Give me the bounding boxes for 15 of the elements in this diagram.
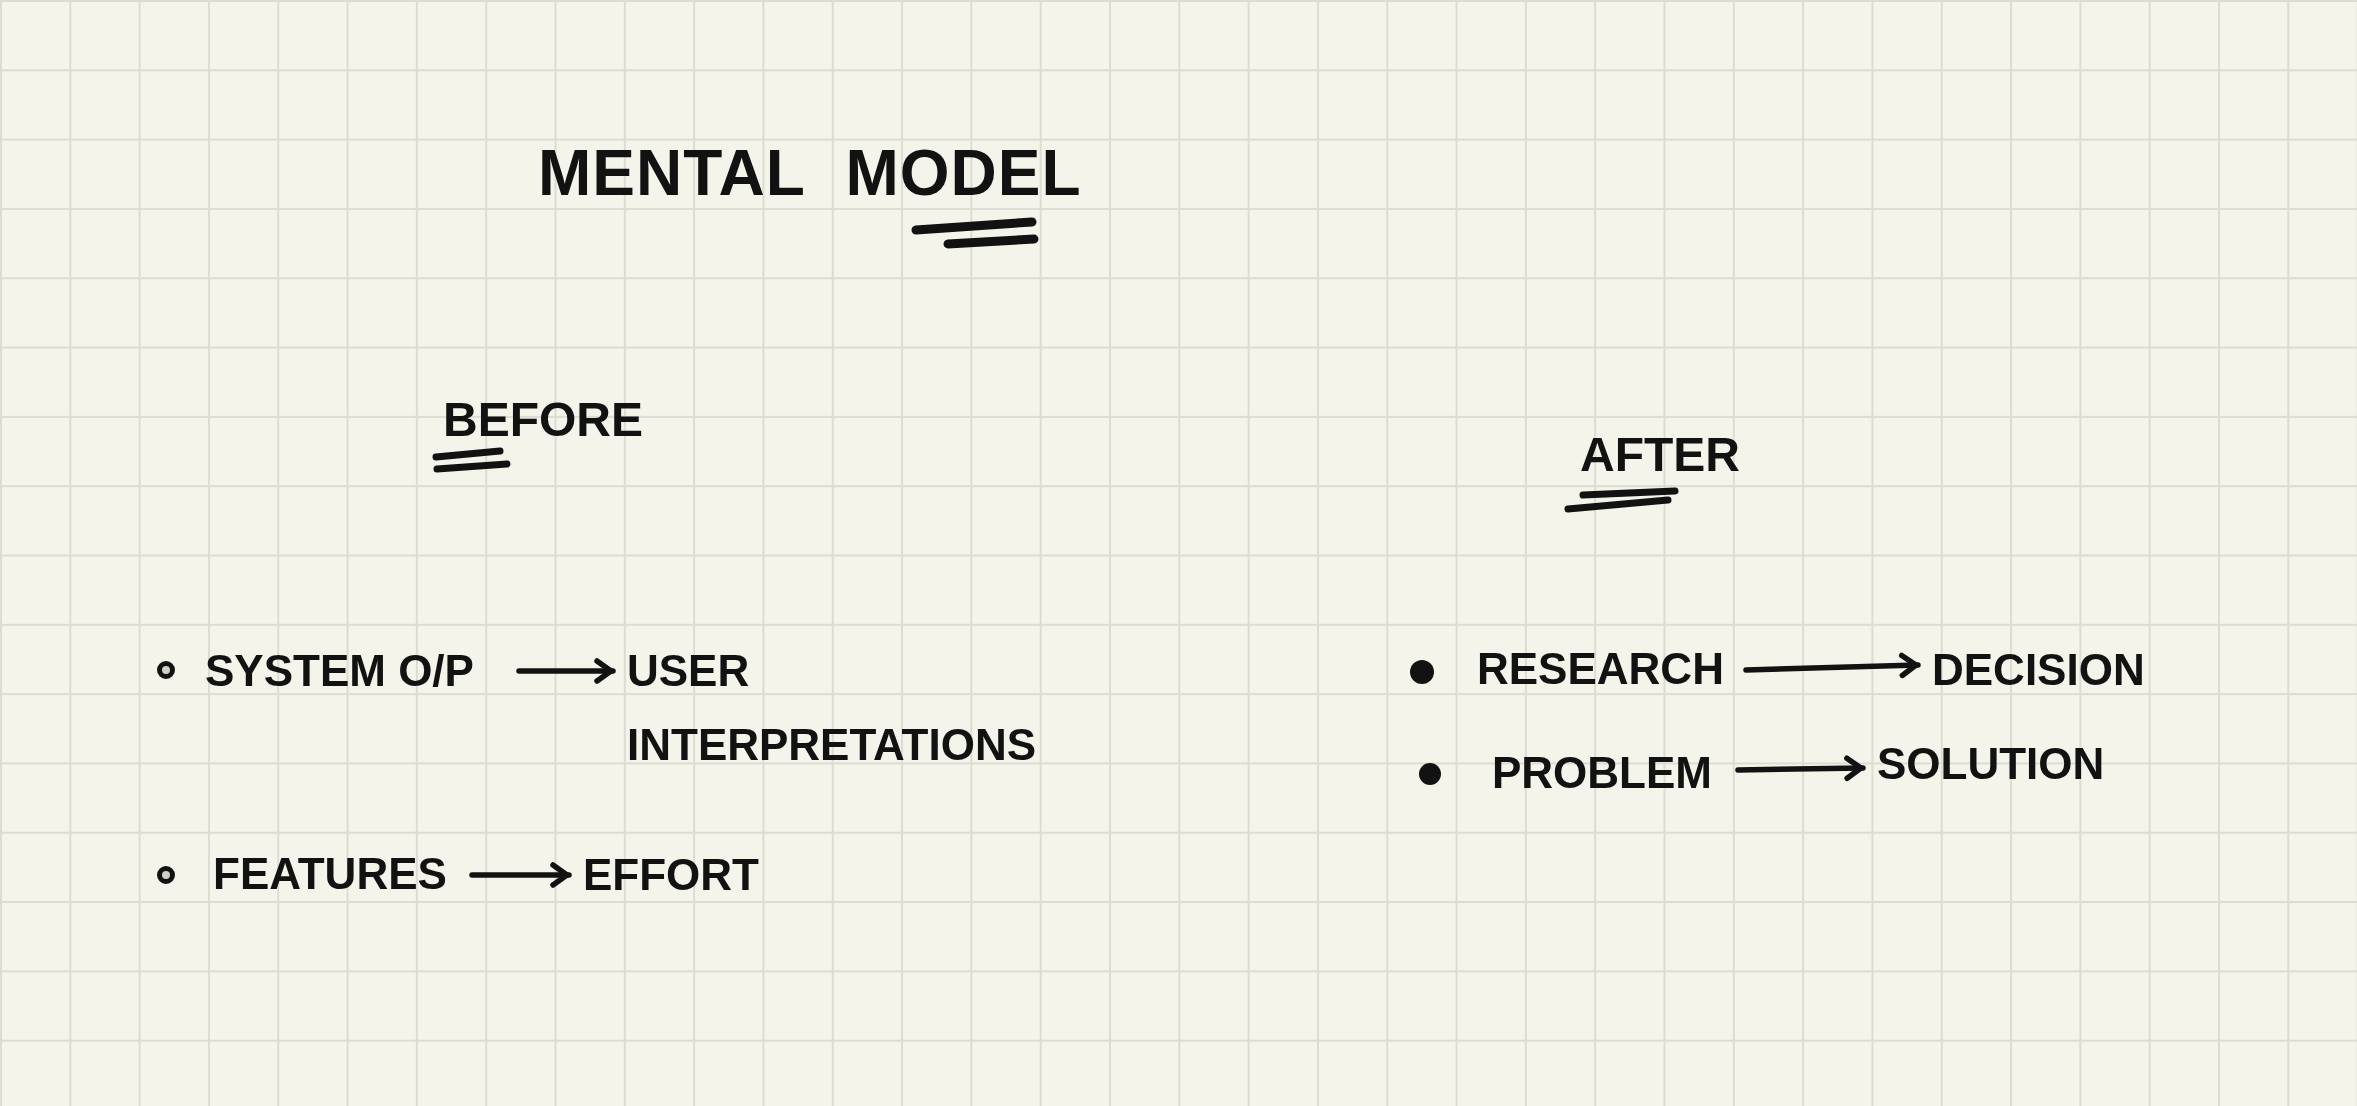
term-label: PROBLEM — [1478, 735, 1738, 811]
diagram-title: MENTAL MODEL — [538, 136, 1082, 211]
term-label: RESEARCH — [1463, 631, 1746, 707]
term-label: SYSTEM O/P — [191, 633, 519, 709]
arrow — [1735, 755, 1866, 781]
term-label: USER INTERPRETATIONS — [613, 633, 1071, 784]
term-label: FEATURES — [199, 836, 472, 912]
term-label: SOLUTION — [1863, 726, 2131, 802]
arrow — [469, 862, 572, 888]
arrow — [1743, 652, 1921, 679]
term-label: EFFORT — [569, 837, 782, 913]
term-label: DECISION — [1918, 632, 2201, 708]
section-heading: BEFORE — [443, 392, 643, 448]
section-heading: AFTER — [1580, 427, 1740, 483]
arrow — [516, 658, 616, 684]
